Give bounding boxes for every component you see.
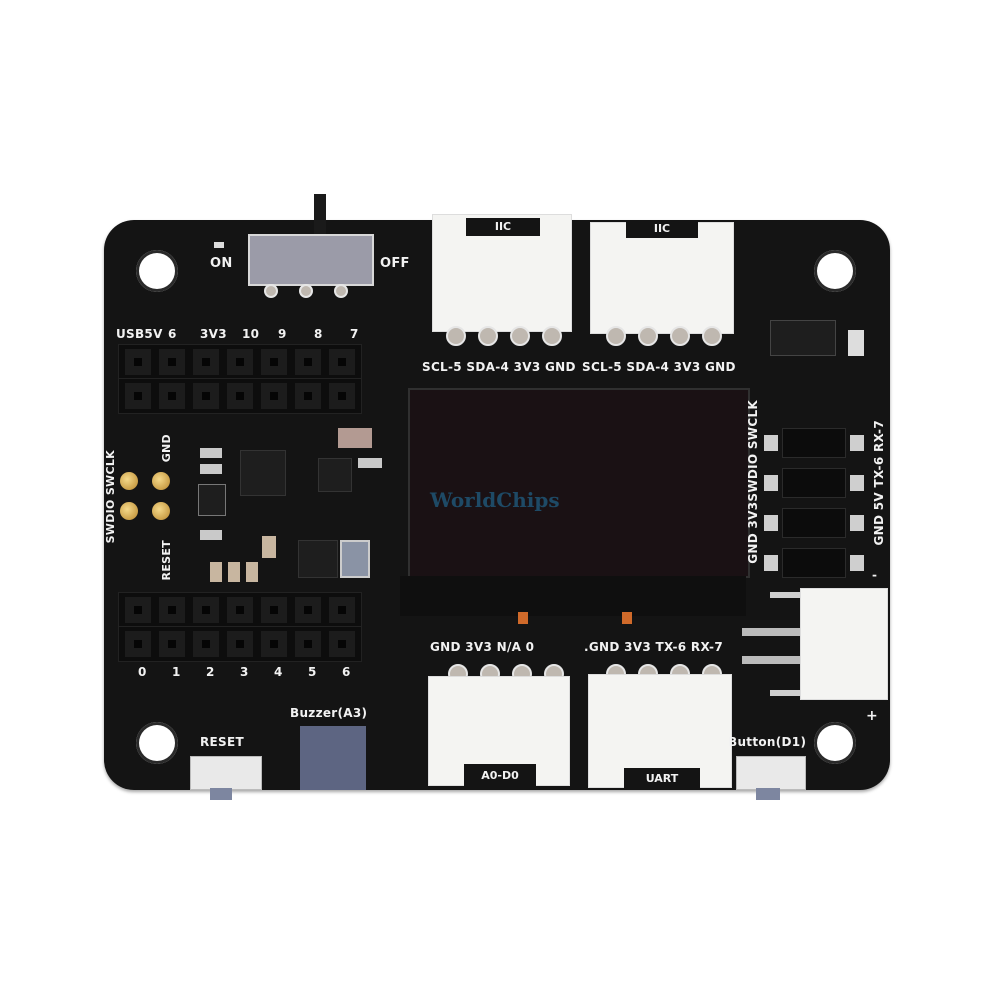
mounting-hole: [814, 250, 856, 292]
user-button-actuator[interactable]: [756, 788, 780, 800]
ic-chip: [240, 450, 286, 496]
switch-off-label: OFF: [380, 256, 410, 271]
pin-label: 3V3: [200, 327, 227, 341]
connector-pin: [770, 690, 800, 696]
a0-d0-pin-labels: GND 3V3 N/A 0: [430, 640, 535, 654]
pin-label: 1: [172, 665, 181, 679]
smd-component: [200, 448, 222, 458]
connector-pin: [742, 628, 800, 636]
smd-component: [200, 464, 222, 474]
right-header-right-label: GND 5V TX-6 RX-7: [872, 420, 886, 546]
pogo-pin: [152, 502, 170, 520]
smd-component: [246, 562, 258, 582]
oled-flex-area: [400, 576, 746, 616]
pin-label: 10: [242, 327, 260, 341]
reset-button-label: RESET: [200, 735, 244, 749]
pin-label: 9: [278, 327, 287, 341]
battery-plus-label: +: [866, 708, 879, 724]
reset-button[interactable]: [190, 756, 262, 790]
smd-component: [358, 458, 382, 468]
top-female-header-row1[interactable]: [118, 344, 362, 380]
uart-title: UART: [624, 768, 700, 788]
pin-label: 6: [168, 327, 177, 341]
connector-pin: [770, 592, 800, 598]
bottom-header-labels: 0 1 2 3 4 5 6: [138, 665, 376, 679]
pin-label: 0: [138, 665, 147, 679]
switch-pad: [264, 284, 278, 298]
swdio-swclk-label: SWDIO SWCLK: [104, 450, 117, 544]
pin-label: USB5V: [116, 327, 163, 341]
bottom-female-header-row1[interactable]: [118, 592, 362, 628]
mounting-hole: [136, 722, 178, 764]
smd-component: [338, 428, 372, 448]
ic-chip: [318, 458, 352, 492]
a0-d0-title: A0-D0: [464, 764, 536, 786]
inductor: [198, 484, 226, 516]
pin-label: 6: [342, 665, 351, 679]
battery-connector[interactable]: [800, 588, 888, 700]
iic-2-pin-labels: SCL-5 SDA-4 3V3 GND: [582, 360, 736, 374]
reset-button-actuator[interactable]: [210, 788, 232, 800]
pin-label: 4: [274, 665, 283, 679]
ic-chip: [298, 540, 338, 578]
smd-component: [200, 530, 222, 540]
iic-1-title: IIC: [466, 218, 540, 236]
pin-label: 3: [240, 665, 249, 679]
oled-tab: [518, 612, 528, 624]
iic-2-pads: [606, 326, 722, 346]
pin-label: 5: [308, 665, 317, 679]
bottom-female-header-row2[interactable]: [118, 626, 362, 662]
buzzer-label: Buzzer(A3): [290, 706, 368, 720]
mounting-hole: [814, 722, 856, 764]
gnd-label: GND: [160, 434, 173, 463]
oled-display: [408, 388, 750, 578]
smd-component: [228, 562, 240, 582]
power-switch[interactable]: [248, 234, 374, 286]
crystal: [340, 540, 370, 578]
iic-1-pads: [446, 326, 562, 346]
jumper-block[interactable]: [764, 428, 864, 578]
grove-connector-iic-2[interactable]: [590, 222, 734, 334]
reset-pogo-label: RESET: [160, 540, 173, 581]
pogo-pin: [152, 472, 170, 490]
uart-pin-labels: .GND 3V3 TX-6 RX-7: [584, 640, 723, 654]
eeprom-chip: [770, 320, 836, 356]
switch-lever[interactable]: [314, 194, 326, 234]
switch-on-label: ON: [210, 256, 233, 271]
pin-label: 7: [350, 327, 359, 341]
watermark-text: WorldChips: [430, 488, 560, 512]
top-female-header-row2[interactable]: [118, 378, 362, 414]
pogo-pin: [120, 472, 138, 490]
pogo-pin: [120, 502, 138, 520]
buzzer: [300, 726, 366, 790]
right-header-left-label: GND 3V3SWDIO SWCLK: [746, 400, 760, 564]
switch-pad: [334, 284, 348, 298]
top-header-labels: USB5V 6 3V3 10 9 8 7: [116, 327, 380, 341]
smd-component: [848, 330, 864, 356]
oled-tab: [622, 612, 632, 624]
iic-1-pin-labels: SCL-5 SDA-4 3V3 GND: [422, 360, 576, 374]
power-led: [214, 242, 224, 248]
mounting-hole: [136, 250, 178, 292]
user-button[interactable]: [736, 756, 806, 790]
pin-label: 2: [206, 665, 215, 679]
smd-component: [262, 536, 276, 558]
user-button-label: Button(D1): [728, 735, 807, 749]
connector-pin: [742, 656, 800, 664]
battery-minus-label: -: [872, 568, 878, 582]
iic-2-title: IIC: [626, 220, 698, 238]
switch-pad: [299, 284, 313, 298]
smd-component: [210, 562, 222, 582]
pin-label: 8: [314, 327, 323, 341]
